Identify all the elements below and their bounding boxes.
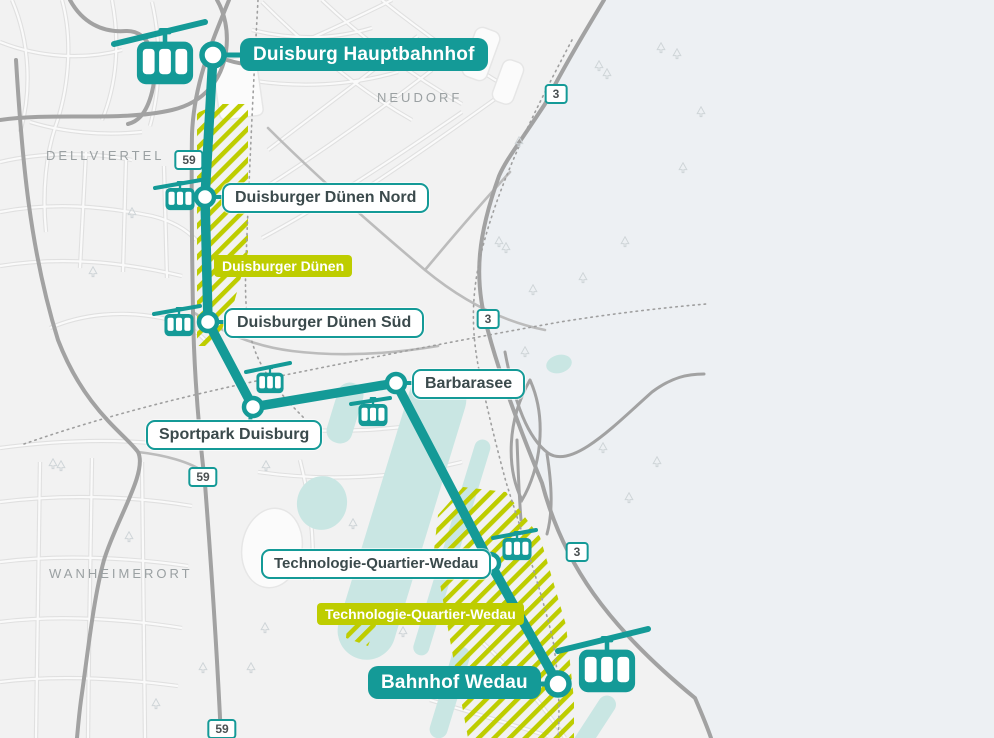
station-marker-duenen-nord [193,185,217,209]
tree-icon [398,626,408,638]
station-marker-barbarasee [384,371,408,395]
station-marker-sportpark [241,395,265,419]
station-marker-tqw [478,551,502,575]
station-marker-bahnhof-wedau [544,670,572,698]
tree-icon [260,622,270,634]
station-marker-duenen-sued [196,310,220,334]
tree-icon [246,662,256,674]
tree-icon [151,698,161,710]
tree-icon [48,458,58,470]
east-area-tint [479,0,994,738]
tree-icon [56,460,66,472]
tree-icon [261,460,271,472]
station-marker-hauptbahnhof [199,41,227,69]
tree-icon [124,531,134,543]
tree-icon [198,662,208,674]
road-b3 [477,0,713,738]
tree-icon [88,266,98,278]
tree-icon [348,518,358,530]
